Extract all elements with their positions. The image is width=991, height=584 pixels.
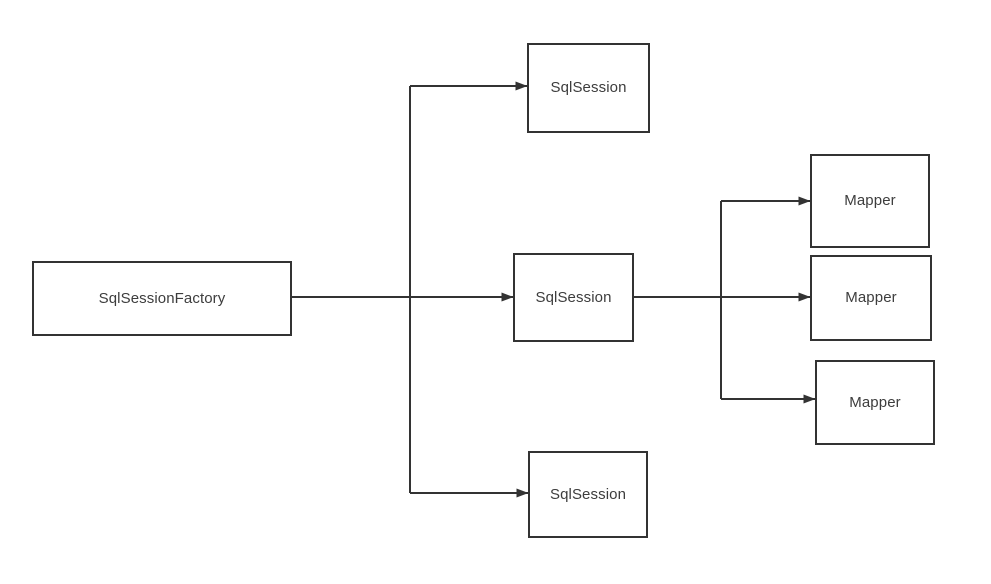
node-label-mapper-bottom: Mapper (849, 393, 901, 411)
node-mapper-bottom[interactable]: Mapper (815, 360, 935, 445)
node-sqlsession-bottom[interactable]: SqlSession (528, 451, 648, 538)
node-sqlsession-middle[interactable]: SqlSession (513, 253, 634, 342)
node-label-mapper-top: Mapper (844, 192, 896, 209)
node-label-sqlsession-top: SqlSession (550, 79, 627, 96)
node-sqlsessionfactory[interactable]: SqlSessionFactory (32, 261, 292, 336)
node-label-sqlsessionfactory: SqlSessionFactory (98, 289, 226, 307)
node-mapper-top[interactable]: Mapper (810, 154, 930, 248)
node-label-mapper-middle: Mapper (845, 289, 897, 306)
node-sqlsession-top[interactable]: SqlSession (527, 43, 650, 133)
node-label-sqlsession-middle: SqlSession (535, 288, 612, 306)
node-label-sqlsession-bottom: SqlSession (549, 485, 627, 503)
node-mapper-middle[interactable]: Mapper (810, 255, 932, 341)
